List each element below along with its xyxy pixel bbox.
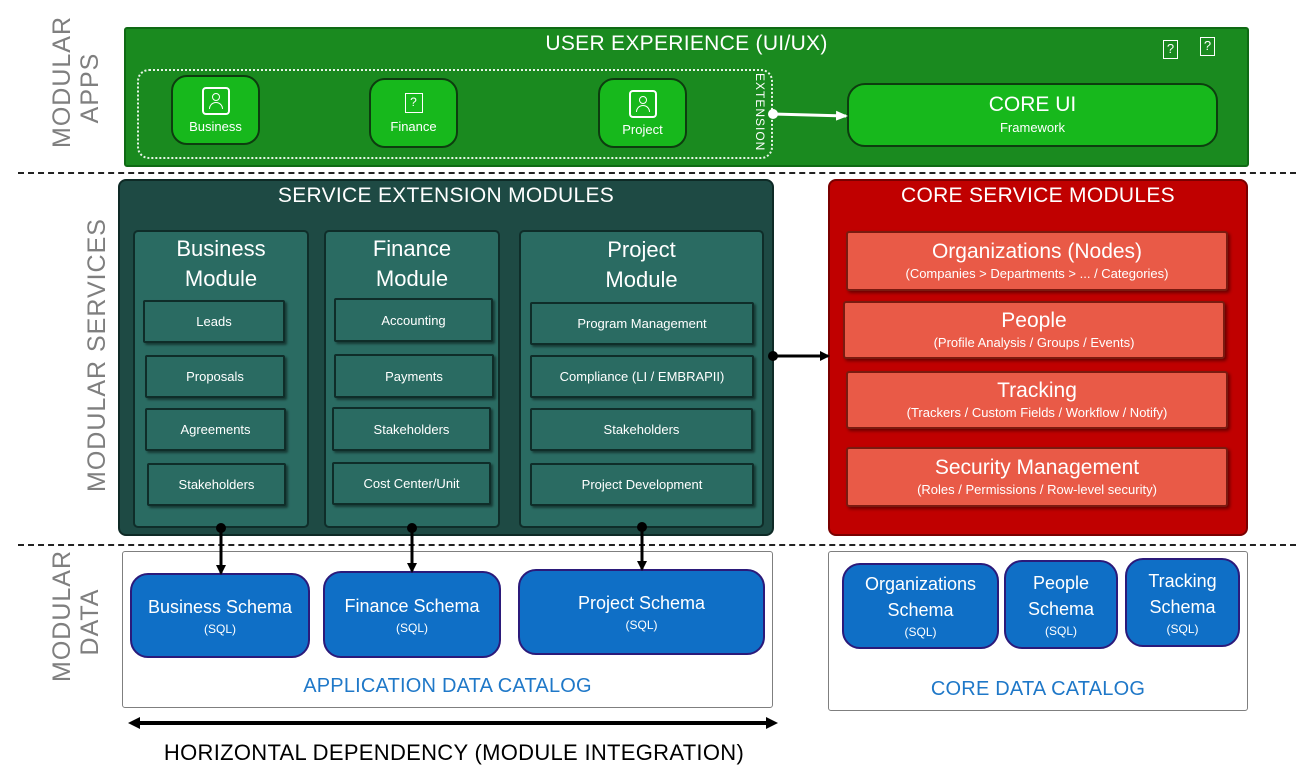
app-finance-label: Finance — [390, 118, 437, 134]
help-icon[interactable]: ? — [1200, 37, 1215, 56]
business-schema[interactable]: Business Schema (SQL) — [130, 573, 310, 658]
module-item-proposals[interactable]: Proposals — [145, 355, 285, 398]
app-finance-button[interactable]: ? Finance — [369, 78, 458, 148]
people-schema[interactable]: People Schema (SQL) — [1004, 560, 1118, 649]
core-ui-box[interactable]: CORE UI Framework — [847, 83, 1218, 147]
horizontal-dependency-label: HORIZONTAL DEPENDENCY (MODULE INTEGRATIO… — [163, 740, 745, 765]
separator-apps-services — [18, 172, 1296, 174]
core-item-organizations[interactable]: Organizations (Nodes) (Companies > Depar… — [846, 231, 1228, 291]
app-project-label: Project — [622, 121, 663, 137]
application-data-catalog-label: APPLICATION DATA CATALOG — [303, 675, 592, 697]
ux-title: USER EXPERIENCE (UI/UX) — [545, 32, 828, 55]
core-ui-subtitle: Framework — [999, 120, 1065, 135]
module-item-project-development[interactable]: Project Development — [530, 463, 754, 506]
module-item-stakeholders[interactable]: Stakeholders — [530, 408, 753, 451]
help-box-icon: ? — [404, 92, 423, 113]
app-business-label: Business — [189, 118, 242, 134]
module-item-compliance[interactable]: Compliance (LI / EMBRAPII) — [530, 355, 754, 398]
module-item-stakeholders[interactable]: Stakeholders — [332, 407, 491, 451]
module-item-accounting[interactable]: Accounting — [334, 298, 493, 342]
tracking-schema[interactable]: Tracking Schema (SQL) — [1125, 558, 1240, 647]
project-module-title: Project Module — [605, 237, 678, 292]
module-item-program-management[interactable]: Program Management — [530, 302, 754, 345]
business-module-title: Business Module — [176, 236, 266, 291]
core-item-security[interactable]: Security Management (Roles / Permissions… — [846, 447, 1228, 507]
app-business-button[interactable]: Business — [171, 75, 260, 145]
app-project-button[interactable]: Project — [598, 78, 687, 148]
finance-module-title: Finance Module — [372, 236, 452, 291]
core-data-catalog-label: CORE DATA CATALOG — [930, 678, 1146, 700]
person-card-icon — [201, 86, 230, 115]
module-item-agreements[interactable]: Agreements — [145, 408, 286, 451]
module-item-cost-center[interactable]: Cost Center/Unit — [332, 462, 491, 505]
service-extension-title: SERVICE EXTENSION MODULES — [277, 184, 615, 207]
organizations-schema[interactable]: Organizations Schema (SQL) — [842, 563, 999, 649]
core-item-tracking[interactable]: Tracking (Trackers / Custom Fields / Wor… — [846, 371, 1228, 429]
separator-services-data — [18, 544, 1296, 546]
module-item-leads[interactable]: Leads — [143, 300, 285, 343]
help-icon[interactable]: ? — [1163, 40, 1178, 59]
core-service-title: CORE SERVICE MODULES — [900, 184, 1175, 207]
person-card-icon — [628, 89, 657, 118]
module-item-payments[interactable]: Payments — [334, 354, 494, 398]
finance-schema[interactable]: Finance Schema (SQL) — [323, 571, 501, 658]
core-item-people[interactable]: People (Profile Analysis / Groups / Even… — [843, 301, 1225, 359]
module-item-stakeholders[interactable]: Stakeholders — [147, 463, 286, 506]
core-ui-title: CORE UI — [988, 93, 1077, 116]
extension-to-core-ui-arrow — [772, 110, 848, 121]
